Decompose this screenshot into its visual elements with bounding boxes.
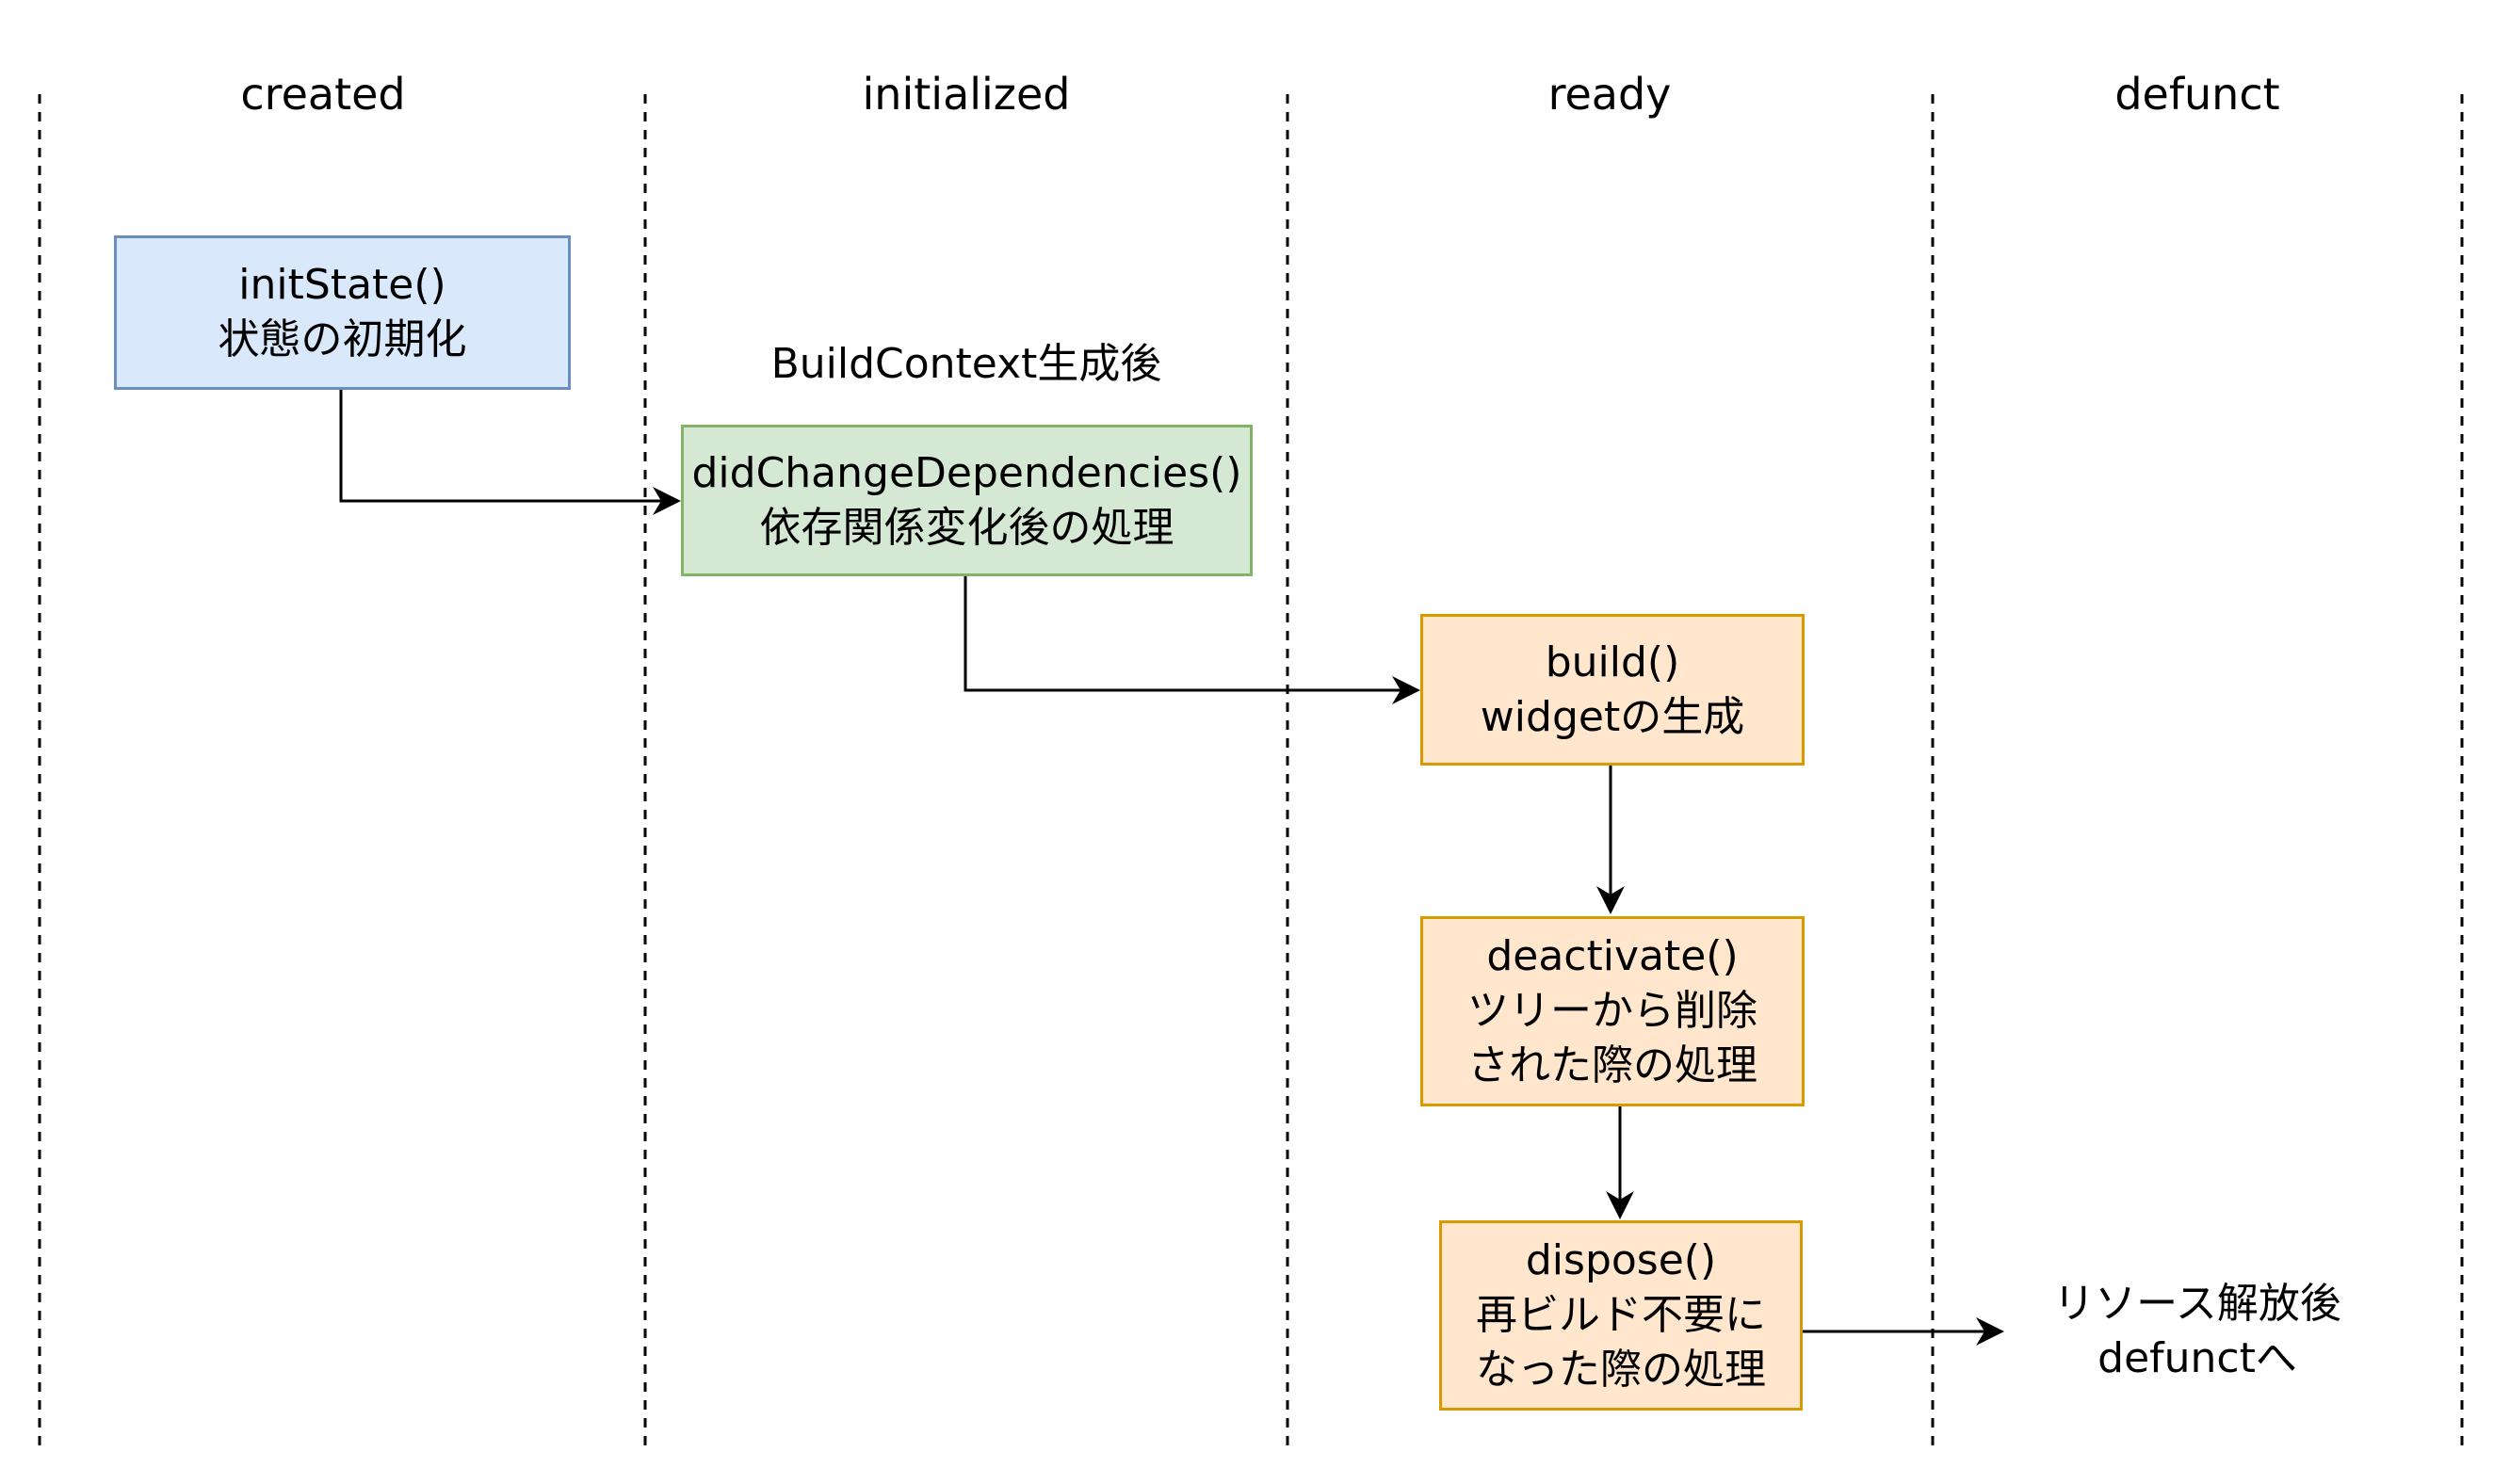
deactivate-node[interactable]: deactivate() ツリーから削除 された際の処理 <box>1420 916 1805 1106</box>
after-release-line-2: defunctへ <box>2097 1334 2297 1382</box>
did-change-dependencies-method: didChangeDependencies() <box>691 448 1242 497</box>
lane-title-ready: ready <box>1547 69 1672 120</box>
deactivate-method: deactivate() <box>1486 932 1739 980</box>
build-node[interactable]: build() widgetの生成 <box>1420 614 1805 766</box>
build-desc: widgetの生成 <box>1480 692 1745 741</box>
after-release-line-1: リソース解放後 <box>2053 1280 2341 1328</box>
init-state-method: initState() <box>238 261 446 309</box>
build-method: build() <box>1545 637 1680 686</box>
arrow-didchange-to-build <box>964 576 1420 704</box>
did-change-dependencies-node[interactable]: didChangeDependencies() 依存関係変化後の処理 <box>681 425 1253 576</box>
dispose-desc-line-2: なった際の処理 <box>1476 1346 1766 1394</box>
dispose-desc-line-1: 再ビルド不要に <box>1476 1291 1766 1339</box>
lane-title-initialized: initialized <box>862 69 1071 120</box>
init-state-node[interactable]: initState() 状態の初期化 <box>114 235 571 390</box>
init-state-desc: 状態の初期化 <box>218 315 467 363</box>
after-release-note: リソース解放後 defunctへ <box>2009 1277 2386 1386</box>
dispose-method: dispose() <box>1525 1236 1717 1284</box>
deactivate-desc-line-2: された際の処理 <box>1467 1041 1757 1089</box>
lane-title-created: created <box>240 69 406 120</box>
lane-title-defunct: defunct <box>2114 69 2280 120</box>
did-change-dependencies-desc: 依存関係変化後の処理 <box>759 503 1174 552</box>
arrow-initstate-to-didchange <box>339 390 681 515</box>
build-context-note: BuildContext生成後 <box>770 340 1162 388</box>
deactivate-desc-line-1: ツリーから削除 <box>1467 987 1757 1035</box>
dispose-node[interactable]: dispose() 再ビルド不要に なった際の処理 <box>1439 1220 1803 1411</box>
